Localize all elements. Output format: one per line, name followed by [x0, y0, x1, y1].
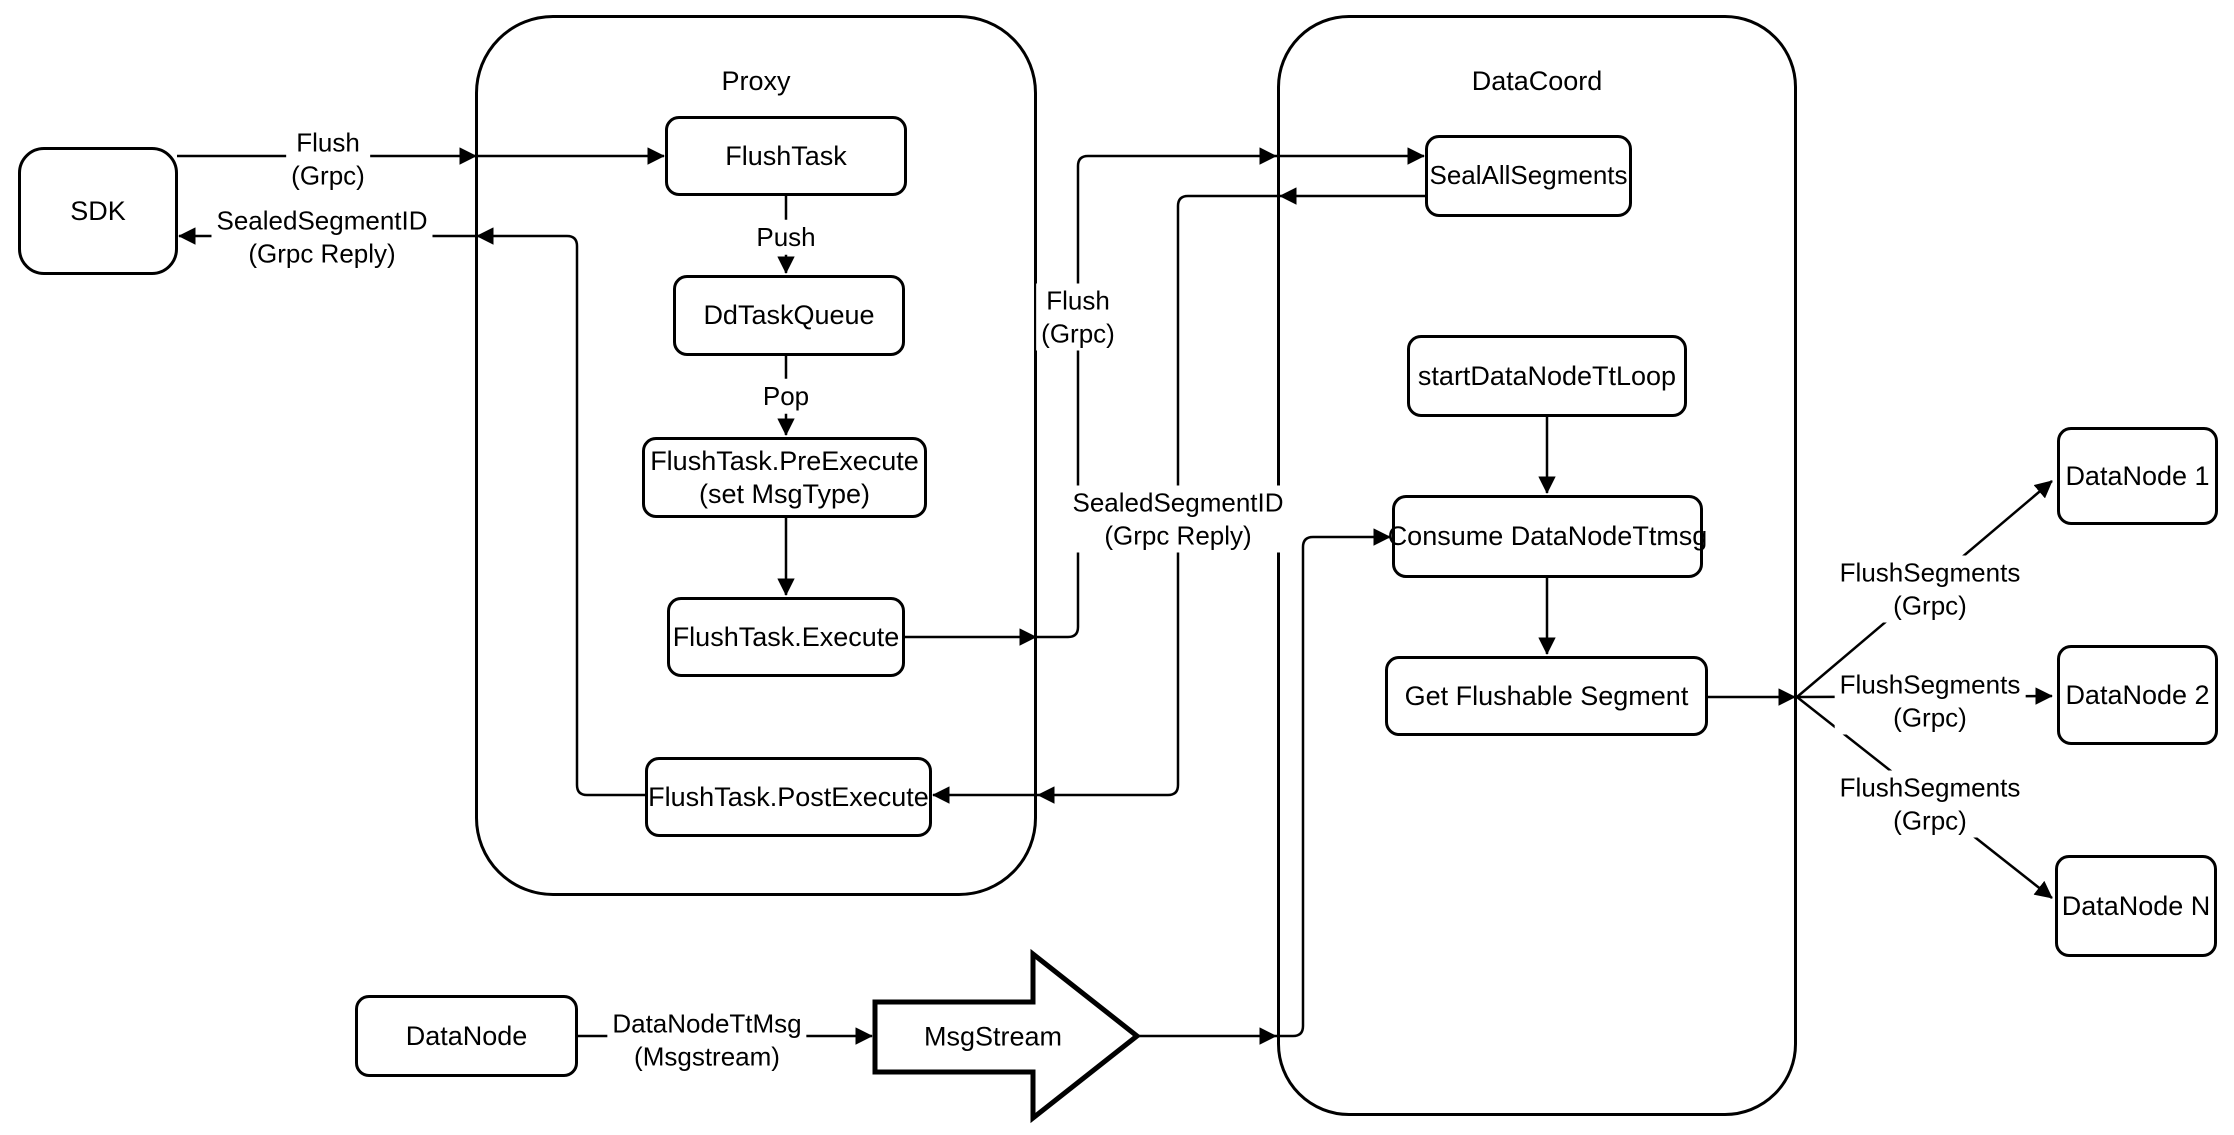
edge-label-flushsegments-2: FlushSegments (Grpc) [1834, 667, 2026, 735]
node-datanode-1: DataNode 1 [2057, 427, 2218, 525]
node-flushtask-preexecute: FlushTask.PreExecute (set MsgType) [642, 437, 927, 518]
node-get-flushable-segment: Get Flushable Segment [1385, 656, 1708, 736]
node-sdk: SDK [18, 147, 178, 275]
edge-label-sealedsegmentid-datacoord: SealedSegmentID (Grpc Reply) [1067, 485, 1289, 553]
node-flushtask: FlushTask [665, 116, 907, 196]
edge-label-push: Push [751, 219, 821, 255]
node-ddtaskqueue: DdTaskQueue [673, 275, 905, 356]
edge-label-sealedsegmentid-sdk: SealedSegmentID (Grpc Reply) [211, 203, 433, 271]
msgstream-label: MsgStream [923, 1021, 1063, 1052]
edge-datacoordedge-to-consume [1276, 528, 1391, 1038]
node-datanode-2: DataNode 2 [2057, 645, 2218, 745]
node-flushtask-postexecute: FlushTask.PostExecute [645, 757, 932, 837]
edge-proxyedge-to-datacoordedge [1036, 147, 1277, 639]
edge-label-flush-grpc-sdk: Flush (Grpc) [286, 125, 370, 193]
proxy-container: Proxy [475, 15, 1037, 896]
datacoord-container: DataCoord [1277, 15, 1797, 1116]
node-startdatanodettloop: startDataNodeTtLoop [1407, 335, 1687, 417]
datacoord-container-title: DataCoord [1471, 66, 1603, 96]
node-datanode-n: DataNode N [2055, 855, 2217, 957]
node-datanode-source: DataNode [355, 995, 578, 1077]
edge-label-flush-grpc-datacoord: Flush (Grpc) [1036, 283, 1120, 351]
edge-postexecute-to-proxyedge [476, 227, 645, 797]
node-sealallsegments: SealAllSegments [1425, 135, 1632, 217]
edge-label-pop: Pop [757, 378, 815, 414]
node-consume-datanodettmsg: Consume DataNodeTtmsg [1388, 495, 1707, 578]
proxy-container-title: Proxy [721, 66, 791, 96]
msgstream-block-arrow [872, 948, 1142, 1124]
edge-label-flushsegments-1: FlushSegments (Grpc) [1834, 555, 2026, 623]
edge-label-flushsegments-3: FlushSegments (Grpc) [1834, 770, 2026, 838]
edge-label-datanodettmsg: DataNodeTtMsg (Msgstream) [607, 1006, 807, 1074]
node-flushtask-execute: FlushTask.Execute [667, 597, 905, 677]
